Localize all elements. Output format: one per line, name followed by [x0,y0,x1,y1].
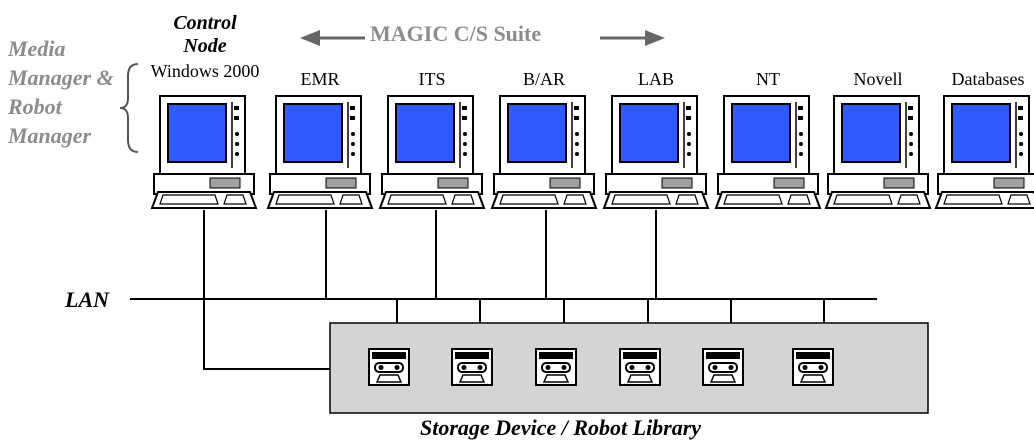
workstation-computer-icon [491,95,597,209]
tape-drive-icon [368,348,410,386]
left-arrow-icon [300,30,365,46]
workstation-label: B/AR [522,69,565,89]
suite-title: MAGIC C/S Suite [370,21,542,46]
media-robot-manager-label: Media Manager & Robot Manager [8,36,114,148]
workstation-computer-icon [715,95,821,209]
control-node-computer-icon [151,95,257,209]
workstation-label: NT [756,69,780,89]
tape-drive-icon [535,348,577,386]
workstation-label: Novell [853,69,903,89]
curly-brace-icon [119,63,139,153]
lan-label: LAN [65,287,109,312]
workstation-label: EMR [300,69,340,89]
workstation-computer-icon [603,95,709,209]
workstation-computer-icon [935,95,1034,209]
workstation-label: LAB [638,69,674,89]
tape-drive-icon [451,348,493,386]
workstation-computer-icon [825,95,931,209]
storage-library-label: Storage Device / Robot Library [420,415,702,440]
workstation-computer-icon [267,95,373,209]
right-arrow-icon [600,30,665,46]
workstation-label: ITS [418,69,446,89]
workstation-computer-icon [379,95,485,209]
control-node-title: Control Node [173,12,237,57]
control-node-os: Windows 2000 [150,61,260,81]
workstation-label: Databases [951,69,1025,89]
tape-drive-icon [702,348,744,386]
tape-drive-icon [619,348,661,386]
tape-drive-icon [792,348,834,386]
